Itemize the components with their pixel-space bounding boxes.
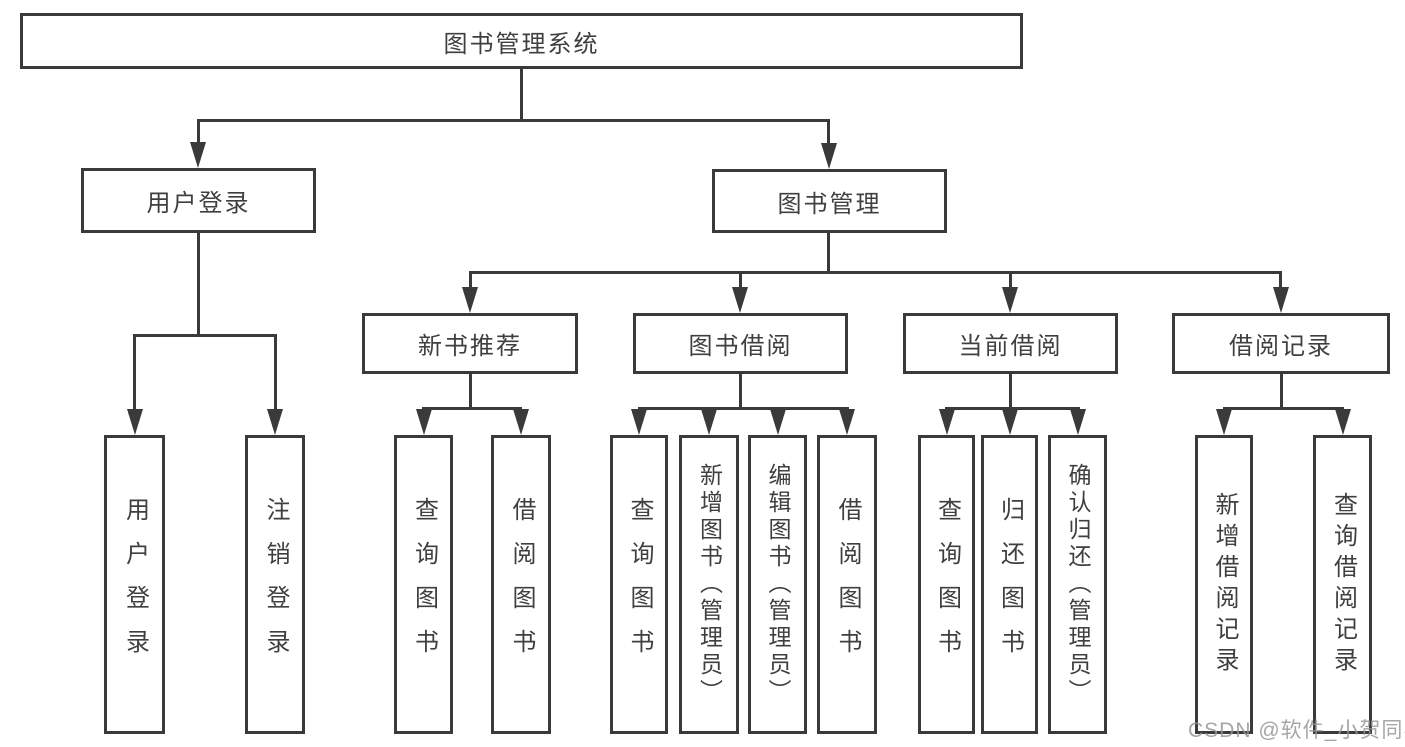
connector-line	[827, 233, 830, 274]
node-book-borrow: 图书借阅	[633, 313, 848, 374]
leaf-cb-confirm-return-admin-label: 确认归还（管理员）	[1065, 463, 1091, 706]
connector-line	[133, 334, 276, 337]
node-book-borrow-label: 图书借阅	[688, 333, 793, 360]
csdn-watermark: CSDN @软件_小贺同学	[1188, 719, 1405, 742]
leaf-cb-query-books: 查询图书	[918, 435, 975, 734]
node-root: 图书管理系统	[20, 13, 1023, 69]
arrow-down-icon	[462, 287, 478, 313]
arrow-down-icon	[127, 409, 143, 435]
node-book-mgmt-label: 图书管理	[777, 190, 882, 218]
leaf-user-login: 用户登录	[104, 435, 165, 734]
node-new-book-rec-label: 新书推荐	[418, 333, 522, 360]
node-user-login: 用户登录	[81, 168, 316, 233]
connector-line	[827, 119, 830, 146]
arrow-down-icon	[939, 409, 955, 435]
arrow-down-icon	[770, 409, 786, 435]
connector-line	[197, 119, 830, 122]
arrow-down-icon	[631, 409, 647, 435]
leaf-bb-query-books-label: 查询图书	[626, 496, 653, 673]
connector-line	[739, 374, 742, 410]
arrow-down-icon	[1002, 287, 1018, 313]
connector-line	[739, 271, 742, 289]
arrow-down-icon	[416, 409, 432, 435]
leaf-cb-return-books: 归还图书	[981, 435, 1038, 734]
leaf-logout-login: 注销登录	[245, 435, 305, 734]
node-borrow-records: 借阅记录	[1172, 313, 1390, 374]
connector-line	[1009, 271, 1012, 289]
connector-line	[133, 334, 136, 411]
connector-line	[1280, 374, 1283, 410]
node-current-borrow-label: 当前借阅	[958, 333, 1063, 360]
arrow-down-icon	[190, 142, 206, 168]
leaf-br-add-borrow-record: 新增借阅记录	[1195, 435, 1253, 734]
leaf-bb-query-books: 查询图书	[610, 435, 668, 734]
connector-line	[197, 119, 200, 145]
leaf-bb-borrow-books: 借阅图书	[817, 435, 877, 734]
connector-line	[945, 407, 1080, 410]
connector-line	[197, 233, 200, 336]
node-book-mgmt: 图书管理	[712, 169, 947, 233]
arrow-down-icon	[1216, 409, 1232, 435]
node-root-label: 图书管理系统	[443, 30, 600, 58]
leaf-nbr-query-books-label: 查询图书	[410, 496, 438, 673]
leaf-cb-confirm-return-admin: 确认归还（管理员）	[1048, 435, 1107, 734]
connector-line	[1009, 374, 1012, 410]
leaf-user-login-label: 用户登录	[121, 496, 149, 673]
leaf-br-query-borrow-record-label: 查询借阅记录	[1329, 491, 1357, 678]
node-new-book-rec: 新书推荐	[362, 313, 578, 374]
leaf-nbr-query-books: 查询图书	[394, 435, 453, 734]
connector-line	[1223, 407, 1344, 410]
leaf-br-add-borrow-record-label: 新增借阅记录	[1211, 491, 1238, 678]
arrow-down-icon	[513, 409, 529, 435]
leaf-bb-edit-books-admin-label: 编辑图书（管理员）	[765, 463, 791, 706]
connector-line	[638, 407, 849, 410]
connector-line	[274, 334, 277, 411]
arrow-down-icon	[1335, 409, 1351, 435]
leaf-br-query-borrow-record: 查询借阅记录	[1313, 435, 1372, 734]
leaf-logout-login-label: 注销登录	[262, 496, 289, 673]
arrow-down-icon	[701, 409, 717, 435]
node-current-borrow: 当前借阅	[903, 313, 1118, 374]
arrow-down-icon	[1273, 287, 1289, 313]
connector-line	[469, 271, 1282, 274]
leaf-cb-query-books-label: 查询图书	[933, 496, 961, 673]
leaf-cb-return-books-label: 归还图书	[996, 496, 1024, 673]
connector-line	[422, 407, 522, 410]
node-borrow-records-label: 借阅记录	[1229, 333, 1333, 360]
leaf-nbr-borrow-books-label: 借阅图书	[508, 496, 535, 673]
arrow-down-icon	[267, 409, 283, 435]
arrow-down-icon	[732, 287, 748, 313]
leaf-bb-edit-books-admin: 编辑图书（管理员）	[748, 435, 807, 734]
leaf-bb-add-books-admin: 新增图书（管理员）	[679, 435, 739, 734]
arrow-down-icon	[1002, 409, 1018, 435]
leaf-nbr-borrow-books: 借阅图书	[491, 435, 551, 734]
arrow-down-icon	[839, 409, 855, 435]
node-user-login-label: 用户登录	[146, 190, 251, 217]
leaf-bb-add-books-admin-label: 新增图书（管理员）	[696, 463, 723, 706]
connector-line	[520, 69, 523, 120]
connector-line	[469, 271, 472, 289]
arrow-down-icon	[1070, 409, 1086, 435]
arrow-down-icon	[821, 143, 837, 169]
leaf-bb-borrow-books-label: 借阅图书	[834, 496, 861, 673]
connector-line	[1279, 271, 1282, 289]
connector-line	[469, 374, 472, 410]
